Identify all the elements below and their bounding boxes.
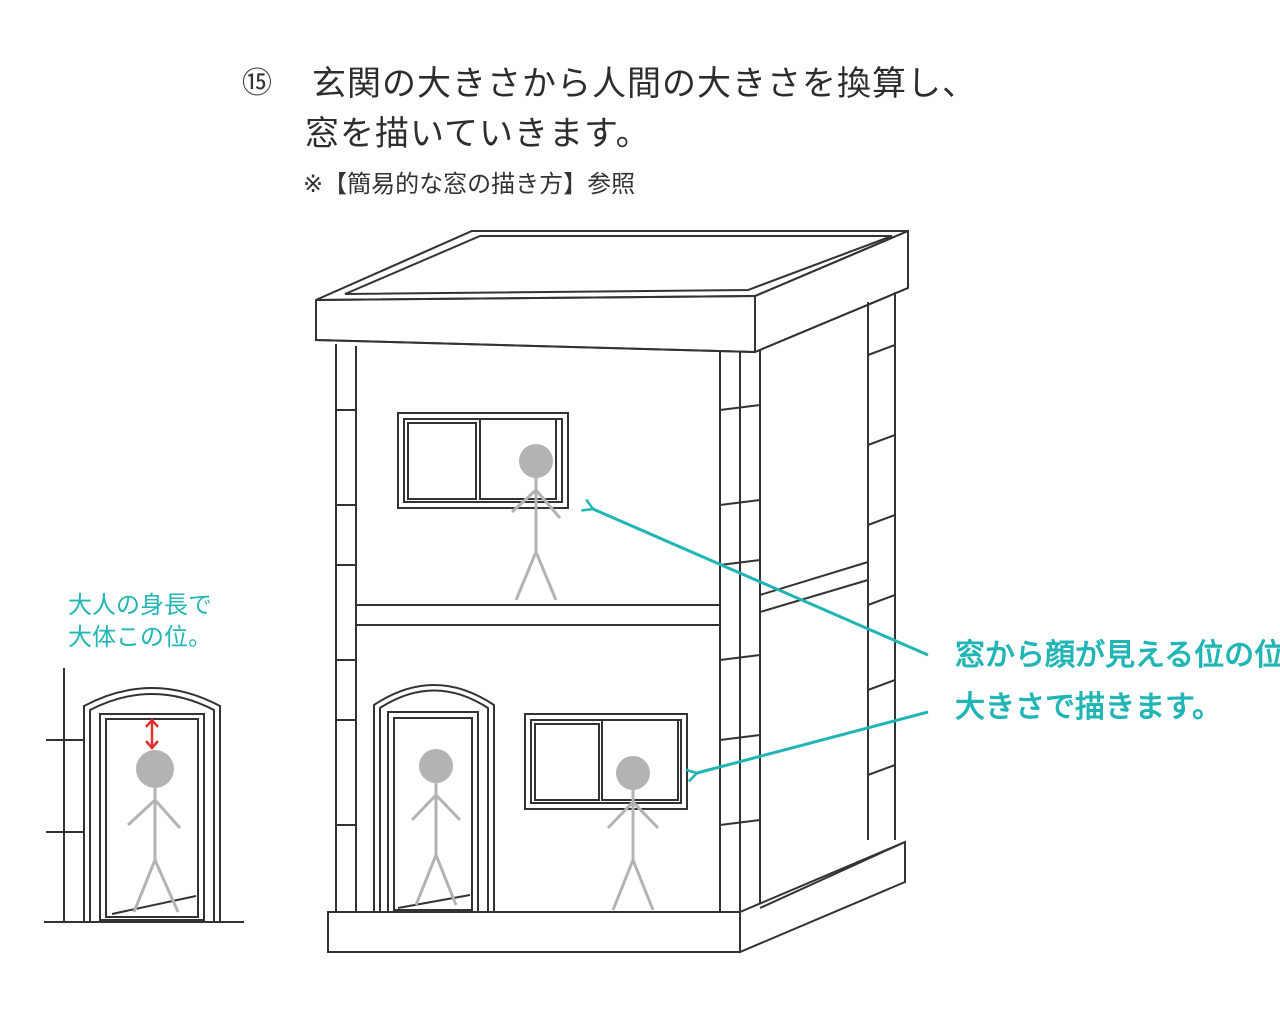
- side-note-line-1: 大人の身長で: [68, 591, 212, 619]
- entrance-door: [373, 684, 495, 913]
- heading-line-1: 玄関の大きさから人間の大きさを換算し、: [312, 64, 977, 104]
- lower-window: [524, 713, 688, 810]
- reference-note: ※【簡易的な窓の描き方】参照: [303, 170, 636, 198]
- person-figure: [510, 444, 562, 601]
- door-closeup: [44, 668, 244, 923]
- upper-window: [397, 412, 569, 509]
- person-figure: [606, 756, 660, 911]
- step-number: ⑮: [242, 66, 272, 101]
- callout-line-1: 窓から顔が見える位の位置と: [955, 638, 1280, 673]
- height-arrow: [145, 718, 159, 750]
- foundation: [327, 840, 906, 954]
- side-wall: [759, 292, 896, 840]
- heading-line-2: 窓を描いていきます。: [305, 114, 651, 154]
- side-note-line-2: 大体この位。: [68, 623, 212, 651]
- front-wall: [335, 344, 761, 912]
- callout-line-2: 大きさで描きます。: [955, 690, 1222, 725]
- person-figure: [410, 749, 462, 906]
- roof: [315, 230, 909, 354]
- person-figure: [126, 750, 182, 913]
- callout-arrow: [593, 509, 929, 773]
